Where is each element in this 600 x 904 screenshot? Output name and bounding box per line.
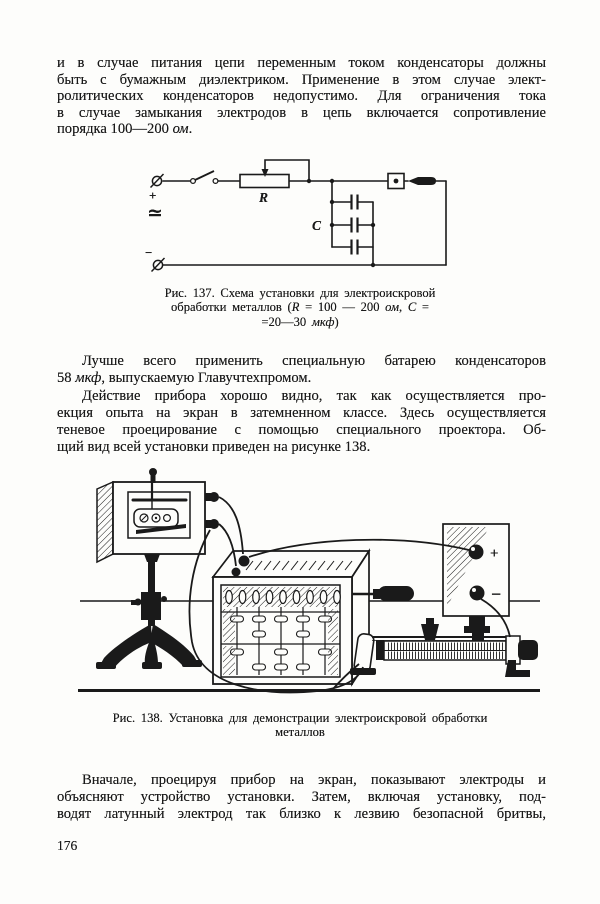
text-line: объясняют устройство установки. Затем, в… (57, 789, 546, 805)
ac-symbol-label: ≃ (147, 203, 163, 224)
paragraph-4: Вначале, проецируя прибор на экран, пока… (57, 772, 546, 823)
text-line: ролитических конденсаторов недопустимо. … (57, 88, 546, 105)
minus-terminal-label: − (145, 245, 152, 260)
paragraph-1: и в случае питания цепи переменным током… (57, 55, 546, 138)
text-line: и в случае питания цепи переменным током… (57, 55, 546, 71)
resistor-symbol (239, 173, 290, 189)
panel-plus-label: + (490, 546, 499, 562)
paragraph-3: Действие прибора хорошо видно, так как о… (57, 388, 546, 456)
text-line: 58 мкф, выпускаемую Главучтехпромом. (57, 370, 312, 386)
panel-minus-label: − (491, 584, 501, 604)
apparatus-terminal-bottom (209, 519, 219, 529)
figure-137-circuit-diagram: + − ≃ R C (145, 159, 447, 273)
figure-137-caption: Рис. 137. Схема установки для электроиск… (110, 286, 490, 329)
rheostat (350, 618, 538, 677)
positive-terminal (149, 173, 165, 189)
electrode-symbol (408, 177, 436, 185)
capacitor-label: C (312, 218, 322, 233)
resistor-label: R (258, 190, 268, 205)
box-terminal-post-2 (231, 567, 241, 577)
rheostat-slider (421, 624, 439, 640)
text-line: Рис. 138. Установка для демонстрации эле… (112, 711, 488, 725)
top-screw-knob (149, 468, 157, 476)
apparatus-terminal-top (209, 492, 219, 502)
figure-138-illustration: + − (78, 468, 540, 694)
text-line: водят латунный электрод так близко к лез… (57, 806, 546, 822)
stand-clamp (141, 592, 161, 620)
electrode-contact-dot (393, 178, 399, 184)
tripod-leg-right (150, 624, 198, 667)
text-line: теневое проецирование с помощью специаль… (57, 422, 546, 438)
terminal-knobs-row (225, 589, 341, 605)
junction-dots (306, 178, 376, 268)
plus-terminal-label: + (149, 188, 156, 203)
text-line: щий вид всей установки приведен на рисун… (57, 439, 371, 455)
text-line: =20—30 мкф) (261, 314, 339, 329)
text-line: екция опыта на экран в затемненном класс… (57, 405, 546, 421)
text-line: Действие прибора хорошо видно, так как о… (82, 388, 546, 404)
page-number: 176 (57, 838, 78, 853)
panel-minus-terminal (469, 585, 485, 601)
paragraph-2: Лучше всего применить специальную батаре… (57, 353, 546, 387)
capacitor-battery-box (211, 548, 414, 687)
text-line: Вначале, проецируя прибор на экран, пока… (82, 772, 546, 788)
text-line: металлов (275, 725, 325, 740)
text-line: Лучше всего применить специальную батаре… (82, 353, 546, 369)
negative-terminal (150, 257, 166, 273)
figure-138-caption: Рис. 138. Установка для демонстрации эле… (80, 711, 520, 740)
box-terminal-post-1 (238, 555, 250, 567)
text-line: порядка 100—200 ом. (57, 121, 193, 138)
projection-apparatus (96, 468, 219, 669)
text-line: обработки металлов (R = 100 — 200 ом, С … (171, 300, 429, 315)
potentiometer-arrow (261, 169, 269, 177)
text-line: в случае замыкания электродов в цепь вкл… (57, 104, 546, 121)
text-line: быть с бумажным диэлектриком. Применение… (57, 71, 546, 88)
potentiometer-tap-wire (264, 159, 310, 182)
panel-plus-terminal (468, 544, 484, 560)
tripod-leg-left (100, 624, 152, 668)
switch-symbol (189, 170, 219, 185)
tripod-leg-front (144, 640, 158, 664)
terminal-panel: + − (442, 523, 510, 643)
connecting-wires (188, 496, 511, 694)
electrode-holder-handle (378, 586, 414, 601)
text-line: Рис. 137. Схема установки для электроиск… (164, 286, 436, 300)
capacitor-bank-symbol (350, 194, 359, 255)
